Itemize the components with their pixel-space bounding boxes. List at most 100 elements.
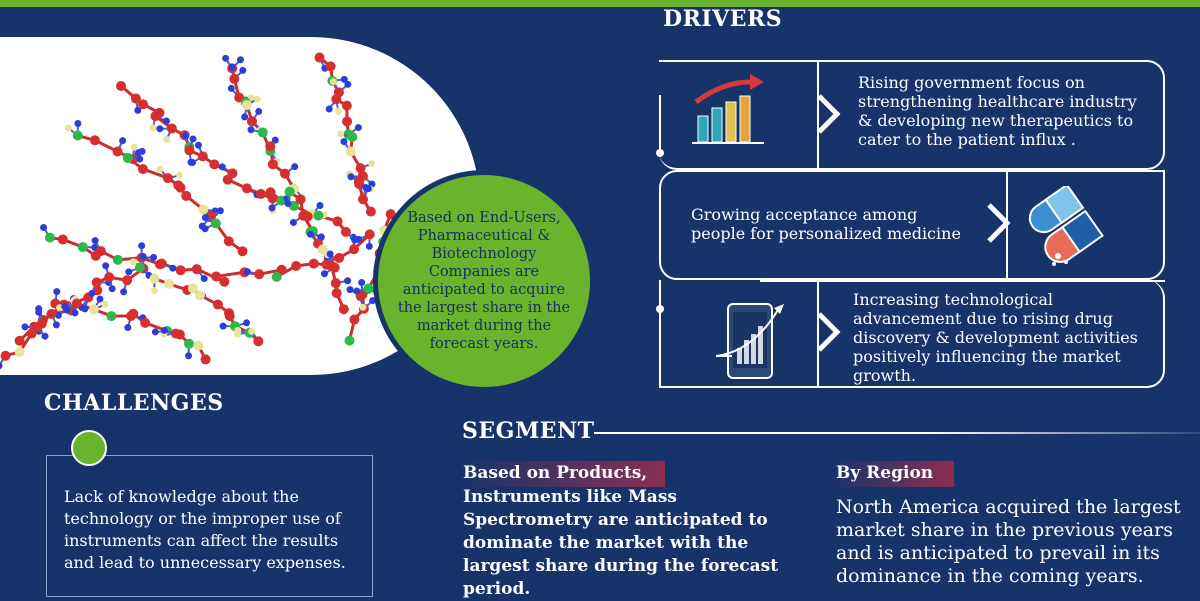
molecule-atom (157, 259, 167, 269)
molecule-atom (332, 288, 342, 298)
molecule-atom (358, 279, 365, 286)
molecule-atom (339, 304, 349, 314)
molecule-atom (342, 116, 352, 126)
region-heading: By Region (836, 463, 933, 483)
molecule-atom (327, 250, 334, 257)
end-user-callout-text: Based on End-Users, Pharmaceutical & Bio… (389, 209, 579, 353)
molecule-atom (176, 183, 186, 193)
molecule-atom (169, 265, 176, 272)
molecule-atom (321, 270, 328, 277)
molecule-atom (291, 163, 298, 170)
molecule-atom (254, 96, 261, 103)
molecule-atom (156, 125, 163, 132)
molecule-atom (348, 173, 355, 180)
drivers-title: DRIVERS (663, 6, 782, 32)
products-text: Instruments like Mass Spectrometry are a… (463, 486, 793, 601)
molecule-atom (229, 64, 236, 71)
molecule-atom (242, 100, 252, 110)
molecule-atom (272, 272, 282, 282)
molecule-atom (104, 272, 114, 282)
molecule-atom (202, 225, 209, 232)
chevron-right-icon (985, 203, 1013, 247)
molecule-atom (229, 74, 239, 84)
driver-text-2: Growing acceptance among people for pers… (691, 205, 971, 243)
molecule-atom (349, 315, 359, 325)
molecule-atom (135, 263, 145, 273)
molecule-atom (209, 159, 219, 169)
molecule-atom (353, 288, 360, 295)
molecule-atom (88, 290, 95, 297)
molecule-atom (223, 175, 233, 185)
molecule-atom (46, 309, 56, 319)
molecule-atom (296, 194, 306, 204)
molecule-atom (315, 53, 325, 63)
molecule-atom (152, 328, 159, 335)
molecule-atom (123, 153, 133, 163)
molecule-atom (96, 295, 103, 302)
molecule-atom (22, 323, 29, 330)
molecule-atom (113, 147, 123, 157)
molecule-atom (58, 234, 68, 244)
molecule-atom (317, 202, 324, 209)
products-heading: Based on Products, (463, 463, 647, 483)
molecule-atom (247, 116, 257, 126)
molecule-atom (138, 99, 148, 109)
molecule-atom (222, 55, 229, 62)
molecule-atom (347, 286, 354, 293)
molecule-atom (15, 347, 25, 357)
molecule-atom (313, 211, 323, 221)
molecule-atom (150, 254, 157, 261)
molecule-atom (334, 253, 344, 263)
molecule-atom (228, 85, 235, 92)
molecule-atom (242, 183, 252, 193)
molecule-atom (238, 246, 248, 256)
molecule-atom (202, 214, 209, 221)
molecule-atom (136, 156, 143, 163)
molecule-atom (190, 135, 197, 142)
molecule-atom (184, 145, 194, 155)
molecule-atom (163, 173, 173, 183)
molecule-atom (150, 111, 160, 121)
molecule-atom (344, 336, 354, 346)
chevron-right-icon (815, 312, 843, 356)
molecule-atom (326, 61, 336, 71)
molecule-atom (330, 78, 337, 85)
molecule-atom (125, 268, 132, 275)
molecule-atom (211, 218, 221, 228)
tablet-chart-icon (712, 300, 792, 386)
molecule-atom (349, 244, 359, 254)
challenges-title: CHALLENGES (44, 390, 224, 416)
molecule-atom (113, 255, 123, 265)
molecule-atom (254, 269, 264, 279)
molecule-atom (181, 191, 191, 201)
molecule-atom (151, 287, 158, 294)
molecule-atom (140, 318, 150, 328)
molecule-atom (333, 216, 343, 226)
molecule-atom (90, 135, 100, 145)
molecule-atom (366, 243, 373, 250)
molecule-atom (96, 246, 106, 256)
molecule-atom (341, 227, 351, 237)
molecule-atom (255, 108, 262, 115)
molecule-atom (201, 275, 208, 282)
driver-card-3-left-edge (659, 280, 661, 388)
molecule-atom (351, 237, 358, 244)
molecule-atom (124, 324, 131, 331)
molecule-atom (363, 283, 373, 293)
molecule-atom (149, 274, 159, 284)
molecule-atom (285, 187, 295, 197)
molecule-atom (220, 323, 227, 330)
molecule-atom (359, 304, 366, 311)
molecule-atom (344, 81, 351, 88)
molecule-atom (176, 172, 183, 179)
molecule-atom (224, 236, 234, 246)
molecule-atom (256, 189, 266, 199)
molecule-atom (35, 309, 42, 316)
molecule-atom (248, 328, 255, 335)
molecule-atom (327, 261, 337, 271)
segment-title: SEGMENT (462, 418, 595, 444)
molecule-atom (201, 354, 211, 364)
molecule-atom (234, 331, 241, 338)
molecule-atom (53, 321, 60, 328)
molecule-atom (211, 271, 221, 281)
